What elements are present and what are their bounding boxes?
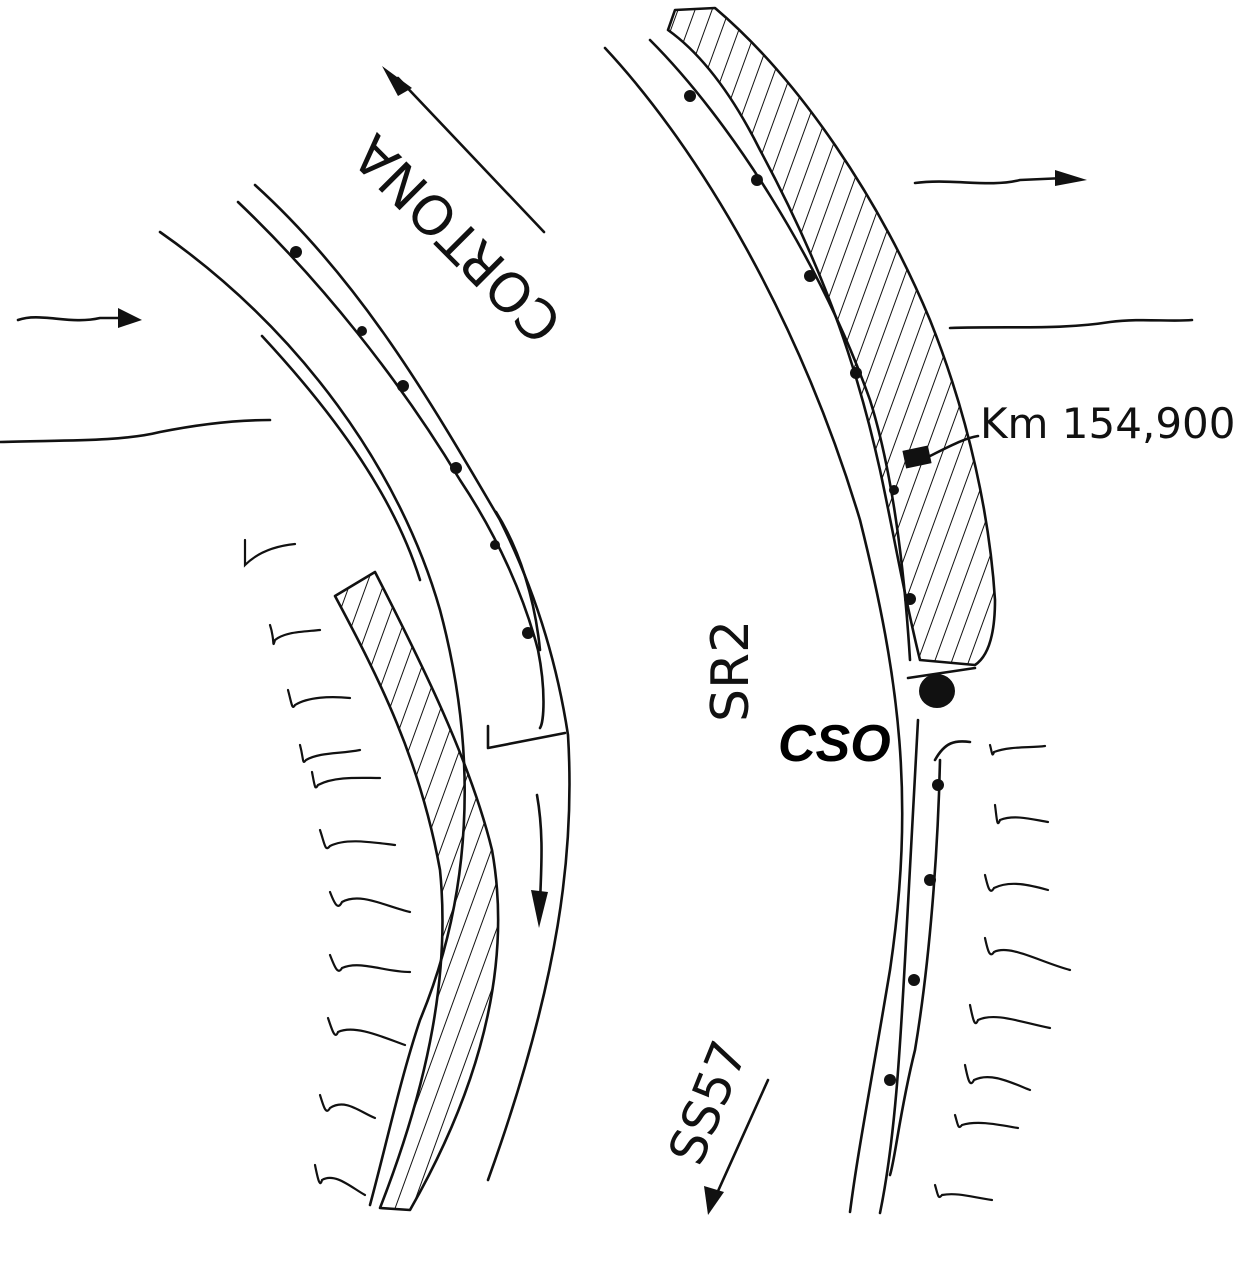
kilometer-label: Km 154,900 — [980, 399, 1236, 448]
road-marker-dot — [804, 270, 816, 282]
road-marker-dot — [357, 326, 367, 336]
kilometer-marker — [902, 434, 980, 469]
road-marker-dot — [850, 367, 862, 379]
right-road-left-edge — [603, 46, 904, 1214]
left-road-markers — [290, 246, 534, 639]
left-lane-inner-gore — [494, 510, 542, 652]
road-label-sr2: SR2 — [701, 620, 761, 722]
road-marker-dot — [924, 874, 936, 886]
road-marker-dot — [908, 974, 920, 986]
road-marker-dot — [490, 540, 500, 550]
right-lane-line — [648, 38, 912, 662]
right-road-markers — [684, 90, 944, 1086]
road-marker-dot — [290, 246, 302, 258]
right-road-right-edge — [878, 718, 920, 1215]
road-marker-dot — [450, 462, 462, 474]
cso-label: CSO — [778, 715, 891, 773]
road-marker-dot — [932, 779, 944, 791]
right-hatched-median — [666, 6, 997, 667]
left-lane-line — [253, 183, 571, 1182]
road-marker-dot — [904, 593, 916, 605]
road-marker-dot — [751, 174, 763, 186]
road-marker-dot — [684, 90, 696, 102]
left-road-outer-edge — [158, 230, 466, 1207]
ss57-direction-arrow — [704, 1078, 770, 1215]
road-label-ss57: SS57 — [657, 1033, 758, 1173]
kilometer-marker-box — [902, 445, 932, 469]
road-marker-dot — [397, 380, 409, 392]
left-road-inner-edge — [260, 334, 422, 582]
road-marker-dot — [522, 627, 534, 639]
road-marker-dot — [884, 1074, 896, 1086]
cso-point-marker — [919, 674, 955, 708]
flow-arrow-right-top — [913, 170, 1087, 186]
left-embankment-ticks — [243, 538, 412, 1197]
left-hatched-median — [333, 570, 500, 1212]
road-marker-dot — [889, 485, 899, 495]
flow-line-right — [948, 318, 1194, 330]
right-median-end — [906, 666, 977, 680]
flow-line-left — [0, 418, 272, 444]
cortona-direction-arrow — [382, 66, 546, 234]
right-lane-lower — [888, 740, 972, 1177]
right-embankment-ticks — [933, 743, 1072, 1202]
left-lane-dotted-line — [236, 200, 545, 730]
left-down-arrow — [531, 793, 548, 928]
flow-arrow-left-top — [16, 308, 142, 328]
left-median-stub — [486, 724, 567, 750]
